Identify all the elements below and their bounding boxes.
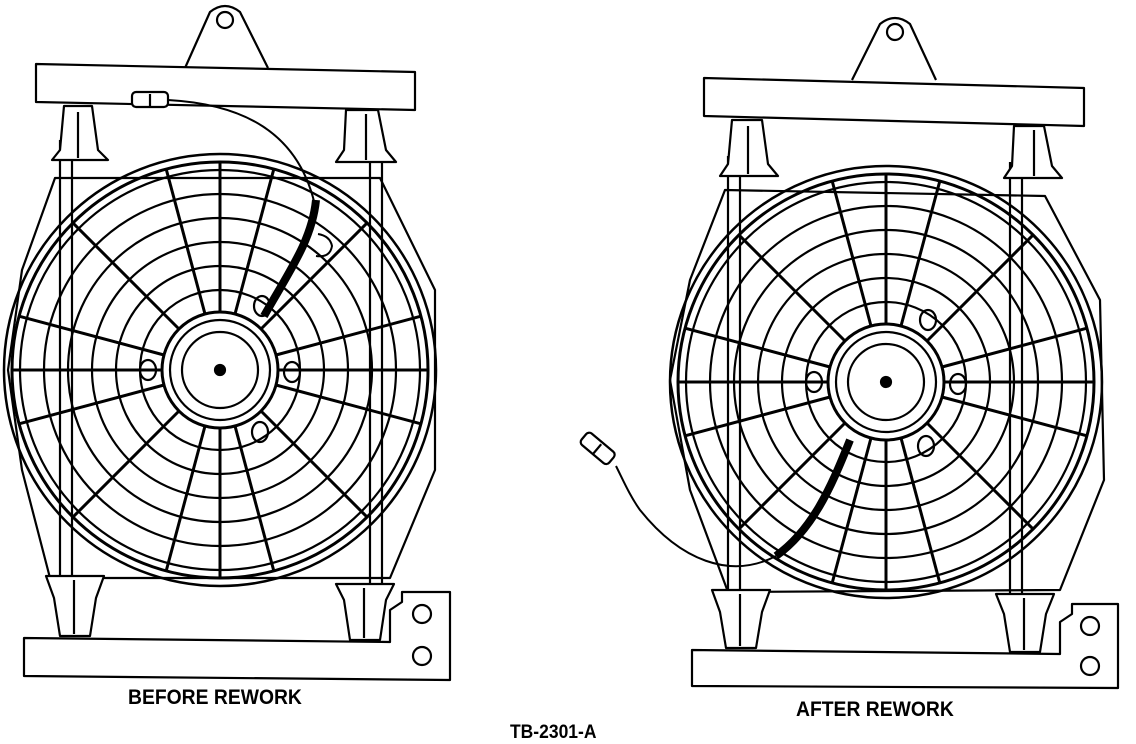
guard-spoke [830, 437, 873, 584]
guard-spoke [275, 314, 422, 357]
guard-spoke [941, 395, 1088, 438]
motor-hub [160, 310, 280, 430]
guard-spoke [259, 409, 369, 519]
guard-spoke [899, 180, 942, 327]
guard-spoke [737, 421, 847, 531]
guard-spoke [233, 425, 276, 572]
mounting-hole-top [215, 10, 235, 30]
wire-harness-after [579, 431, 854, 568]
guard-spoke [71, 221, 181, 331]
guard-spoke [275, 383, 422, 426]
guard-spoke [941, 326, 1088, 369]
mounting-tab-top [851, 16, 937, 81]
wire-harness-before [130, 90, 333, 318]
upper-foot-left [50, 104, 110, 162]
guard-spoke [737, 233, 847, 343]
bottom-bracket [22, 590, 452, 682]
guard-spoke [164, 425, 207, 572]
fan-assembly-after [579, 16, 1120, 690]
guard-spoke [684, 395, 831, 438]
fan-assembly-before [2, 4, 452, 682]
guard-spoke [233, 168, 276, 315]
mounting-tab-top [183, 4, 269, 69]
mounting-hole-top [885, 22, 905, 42]
after-rework-caption: AFTER REWORK [796, 698, 954, 721]
fan-guard-spokes [12, 162, 428, 578]
guard-spoke [925, 421, 1035, 531]
guard-spoke [925, 233, 1035, 343]
guard-spoke [259, 221, 369, 331]
guard-spoke [18, 314, 165, 357]
guard-spoke [899, 437, 942, 584]
bottom-bracket [690, 602, 1120, 690]
figure-id-caption: TB-2301-A [510, 722, 597, 743]
before-rework-caption: BEFORE REWORK [128, 686, 302, 709]
guard-spoke [18, 383, 165, 426]
top-bracket [702, 76, 1086, 128]
guard-spoke [684, 326, 831, 369]
guard-spoke [164, 168, 207, 315]
guard-spoke [830, 180, 873, 327]
guard-spoke [71, 409, 181, 519]
top-bracket [34, 62, 417, 112]
motor-hub [826, 322, 946, 442]
fan-guard-spokes [678, 174, 1094, 590]
